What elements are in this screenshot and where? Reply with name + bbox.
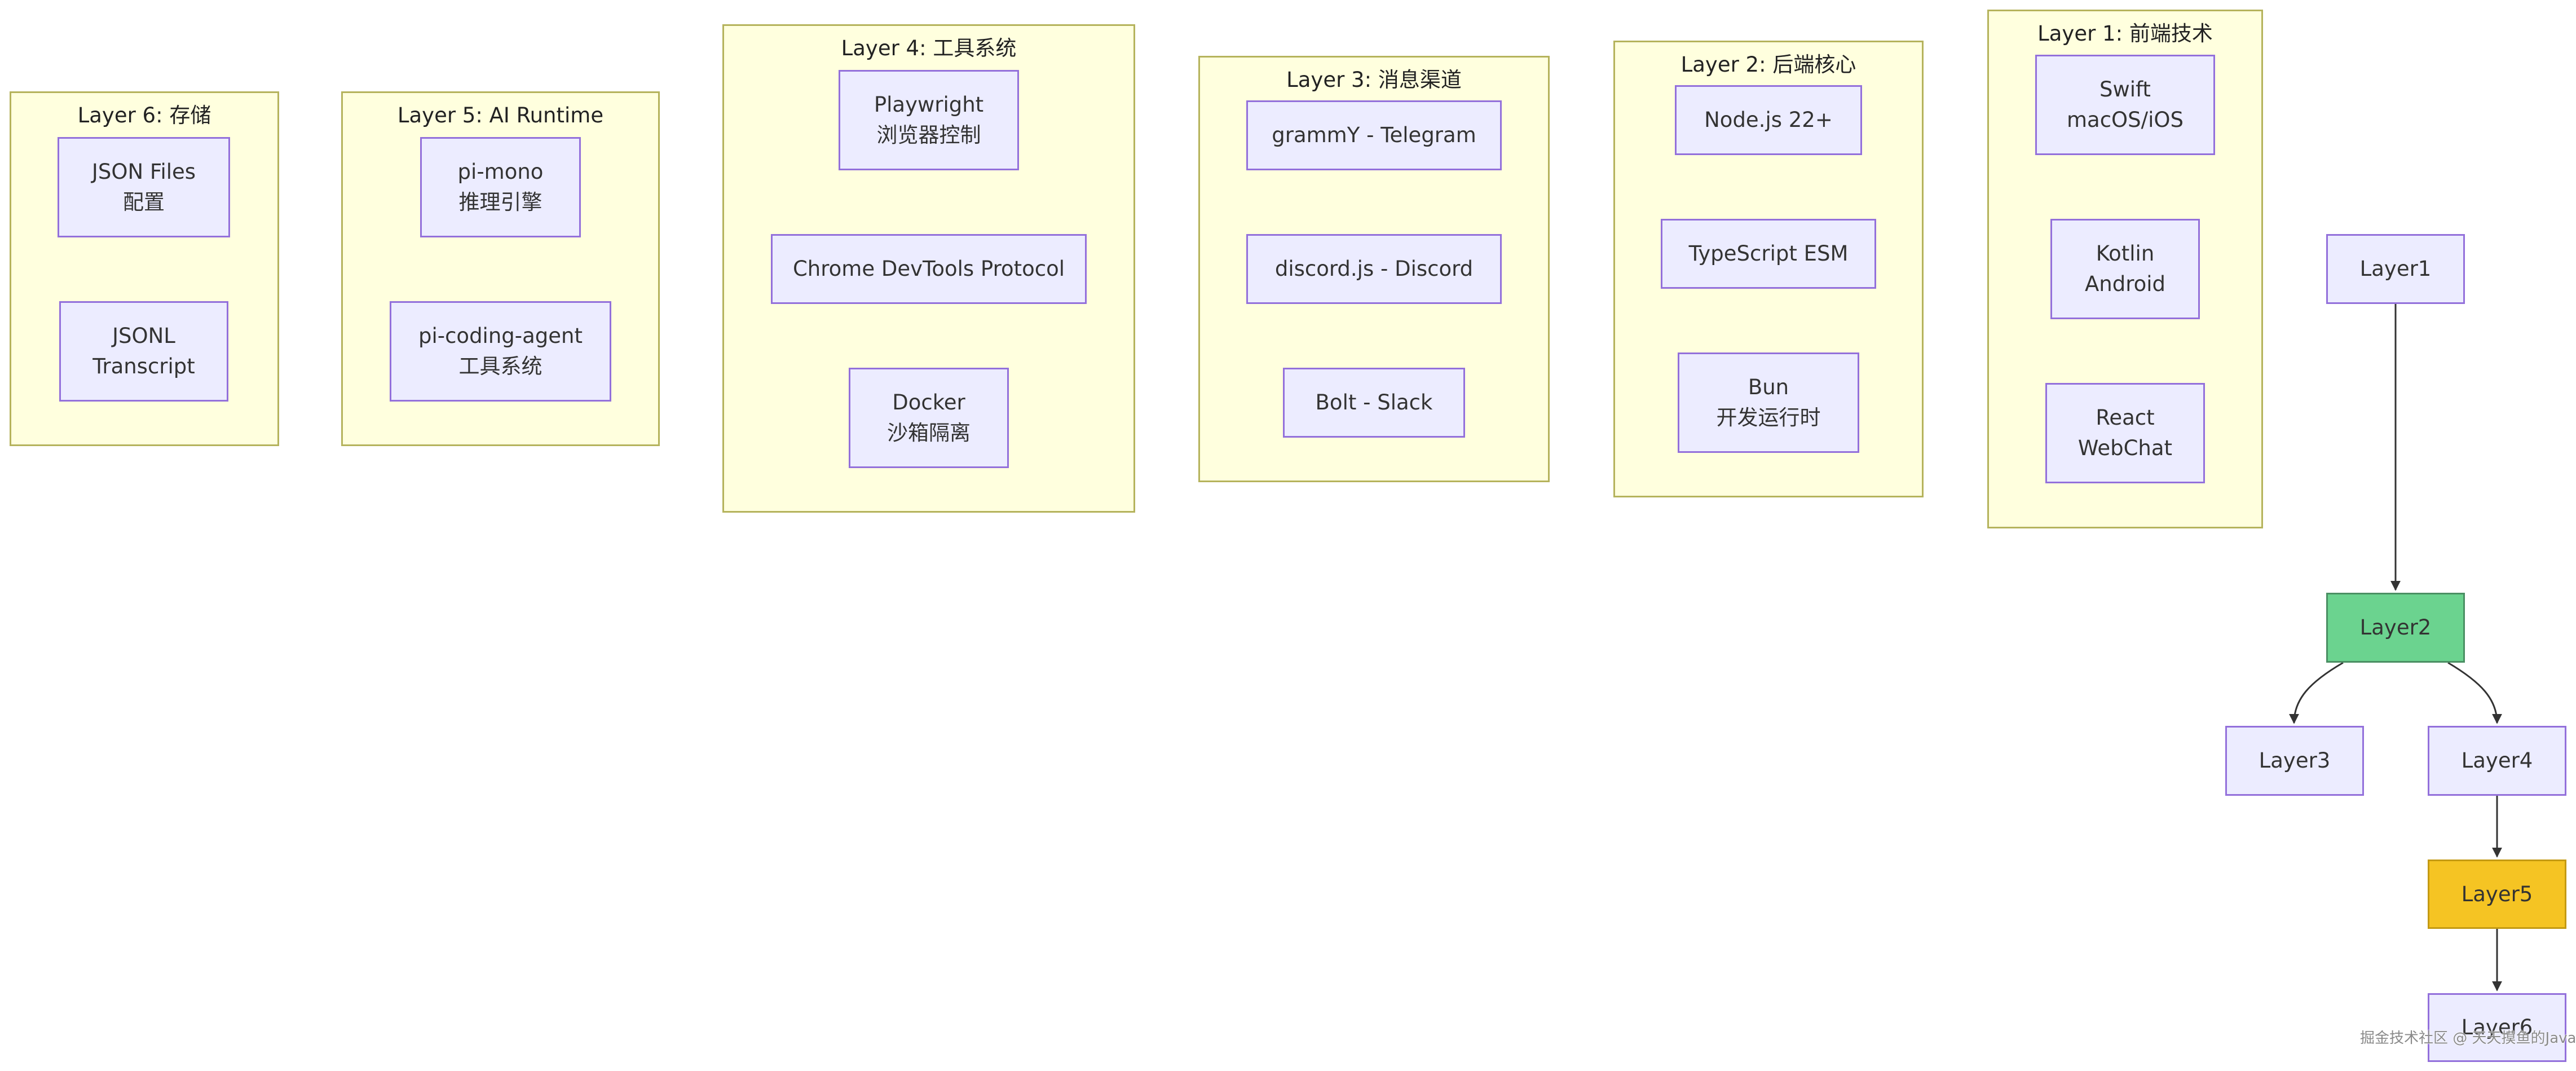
node-line: 开发运行时 bbox=[1716, 406, 1821, 430]
node-line: Playwright bbox=[874, 92, 984, 117]
node-line: 推理引擎 bbox=[458, 190, 542, 214]
node-line: Layer1 bbox=[2359, 257, 2432, 281]
flow-node-layer1: Layer1 bbox=[2326, 234, 2465, 304]
node-line: Layer4 bbox=[2461, 748, 2533, 773]
flow-node-layer5: Layer5 bbox=[2428, 860, 2566, 929]
flow-node-layer6: Layer6 bbox=[2428, 993, 2566, 1062]
node-line: macOS/iOS bbox=[2066, 108, 2184, 132]
node-line: 工具系统 bbox=[458, 354, 542, 378]
node-pi-mono: pi-mono 推理引擎 bbox=[420, 137, 581, 237]
node-discord-js: discord.js - Discord bbox=[1246, 234, 1502, 304]
node-bun: Bun 开发运行时 bbox=[1678, 352, 1859, 453]
node-pi-coding-agent: pi-coding-agent 工具系统 bbox=[390, 301, 611, 402]
cluster-title: Layer 5: AI Runtime bbox=[397, 103, 604, 127]
node-line: grammY - Telegram bbox=[1272, 123, 1476, 147]
node-bolt-slack: Bolt - Slack bbox=[1283, 368, 1465, 438]
node-line: discord.js - Discord bbox=[1274, 257, 1474, 281]
cluster-title: Layer 6: 存储 bbox=[77, 103, 211, 127]
node-line: Kotlin bbox=[2096, 241, 2155, 266]
cluster-title: Layer 2: 后端核心 bbox=[1680, 52, 1856, 77]
node-json-files: JSON Files 配置 bbox=[58, 137, 230, 237]
node-line: 浏览器控制 bbox=[876, 123, 981, 147]
node-chrome-devtools: Chrome DevTools Protocol bbox=[771, 234, 1087, 304]
node-line: React bbox=[2096, 406, 2155, 430]
node-line: Bolt - Slack bbox=[1315, 390, 1433, 415]
node-line: JSON Files bbox=[91, 160, 196, 184]
node-line: WebChat bbox=[2077, 436, 2173, 460]
node-line: Layer5 bbox=[2461, 882, 2533, 906]
node-docker: Docker 沙箱隔离 bbox=[849, 368, 1009, 468]
node-typescript-esm: TypeScript ESM bbox=[1661, 219, 1876, 289]
node-line: Chrome DevTools Protocol bbox=[792, 257, 1065, 281]
node-line: 配置 bbox=[123, 190, 165, 214]
node-line: Swift bbox=[2099, 77, 2151, 102]
watermark: 掘金技术社区 @ 天天摸鱼的Java工程师 bbox=[2360, 1030, 2576, 1047]
node-line: Layer3 bbox=[2259, 748, 2331, 773]
node-line: Layer6 bbox=[2461, 1015, 2533, 1039]
node-react: React WebChat bbox=[2045, 383, 2205, 483]
node-grammy-telegram: grammY - Telegram bbox=[1246, 100, 1502, 170]
node-playwright: Playwright 浏览器控制 bbox=[839, 70, 1019, 170]
node-line: Bun bbox=[1748, 375, 1789, 399]
node-line: 沙箱隔离 bbox=[887, 421, 971, 445]
node-kotlin: Kotlin Android bbox=[2050, 219, 2200, 319]
node-jsonl-transcript: JSONL Transcript bbox=[59, 301, 228, 402]
node-line: Transcript bbox=[92, 354, 195, 378]
cluster-title: Layer 3: 消息渠道 bbox=[1286, 68, 1462, 92]
node-line: Node.js 22+ bbox=[1704, 108, 1833, 132]
node-line: Docker bbox=[892, 390, 965, 415]
flow-node-layer4: Layer4 bbox=[2428, 726, 2566, 796]
node-line: JSONL bbox=[112, 324, 175, 348]
edge-layer2-layer3 bbox=[2289, 662, 2344, 724]
edge-layer2-layer4 bbox=[2447, 662, 2502, 724]
node-line: Android bbox=[2084, 272, 2166, 296]
flow-node-layer3: Layer3 bbox=[2225, 726, 2364, 796]
flow-node-layer2: Layer2 bbox=[2326, 593, 2465, 663]
cluster-title: Layer 4: 工具系统 bbox=[841, 36, 1017, 60]
node-line: pi-mono bbox=[457, 160, 544, 184]
node-line: Layer2 bbox=[2359, 615, 2432, 640]
cluster-title: Layer 1: 前端技术 bbox=[2037, 21, 2213, 46]
node-swift: Swift macOS/iOS bbox=[2035, 55, 2215, 155]
node-line: pi-coding-agent bbox=[418, 324, 583, 348]
node-nodejs: Node.js 22+ bbox=[1675, 85, 1862, 155]
node-line: TypeScript ESM bbox=[1688, 241, 1849, 266]
